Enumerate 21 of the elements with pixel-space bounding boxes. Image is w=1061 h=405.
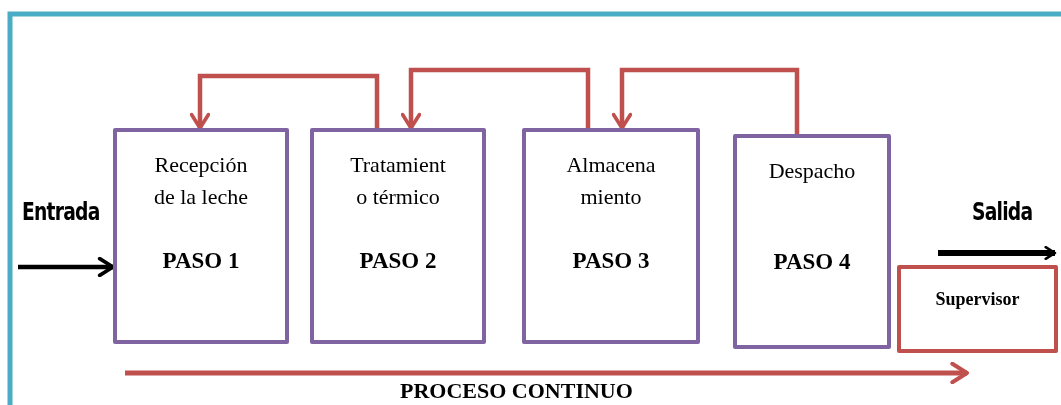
step-name: Almacena miento [565,151,657,211]
process-box [733,134,891,349]
feedback-arrow [400,67,591,130]
step-name: Supervisor [934,288,1021,311]
supervisor-box [897,265,1058,353]
process-box [113,128,289,344]
step-name: Despacho [767,157,857,185]
feedback-arrow [189,73,380,130]
input-label: Entrada [22,198,100,227]
step-number: PASO 2 [358,247,438,275]
step-number: PASO 4 [772,248,852,276]
output-label: Salida [972,198,1033,227]
feedback-arrow [611,67,800,134]
process-box [522,128,700,344]
step-number: PASO 1 [161,247,241,275]
step-name: Tratamient o térmico [349,151,447,211]
input-arrow [18,256,115,278]
process-box [310,128,486,344]
step-number: PASO 3 [571,247,651,275]
step-name: Recepción de la leche [152,151,250,211]
process-label: PROCESO CONTINUO [400,378,633,405]
